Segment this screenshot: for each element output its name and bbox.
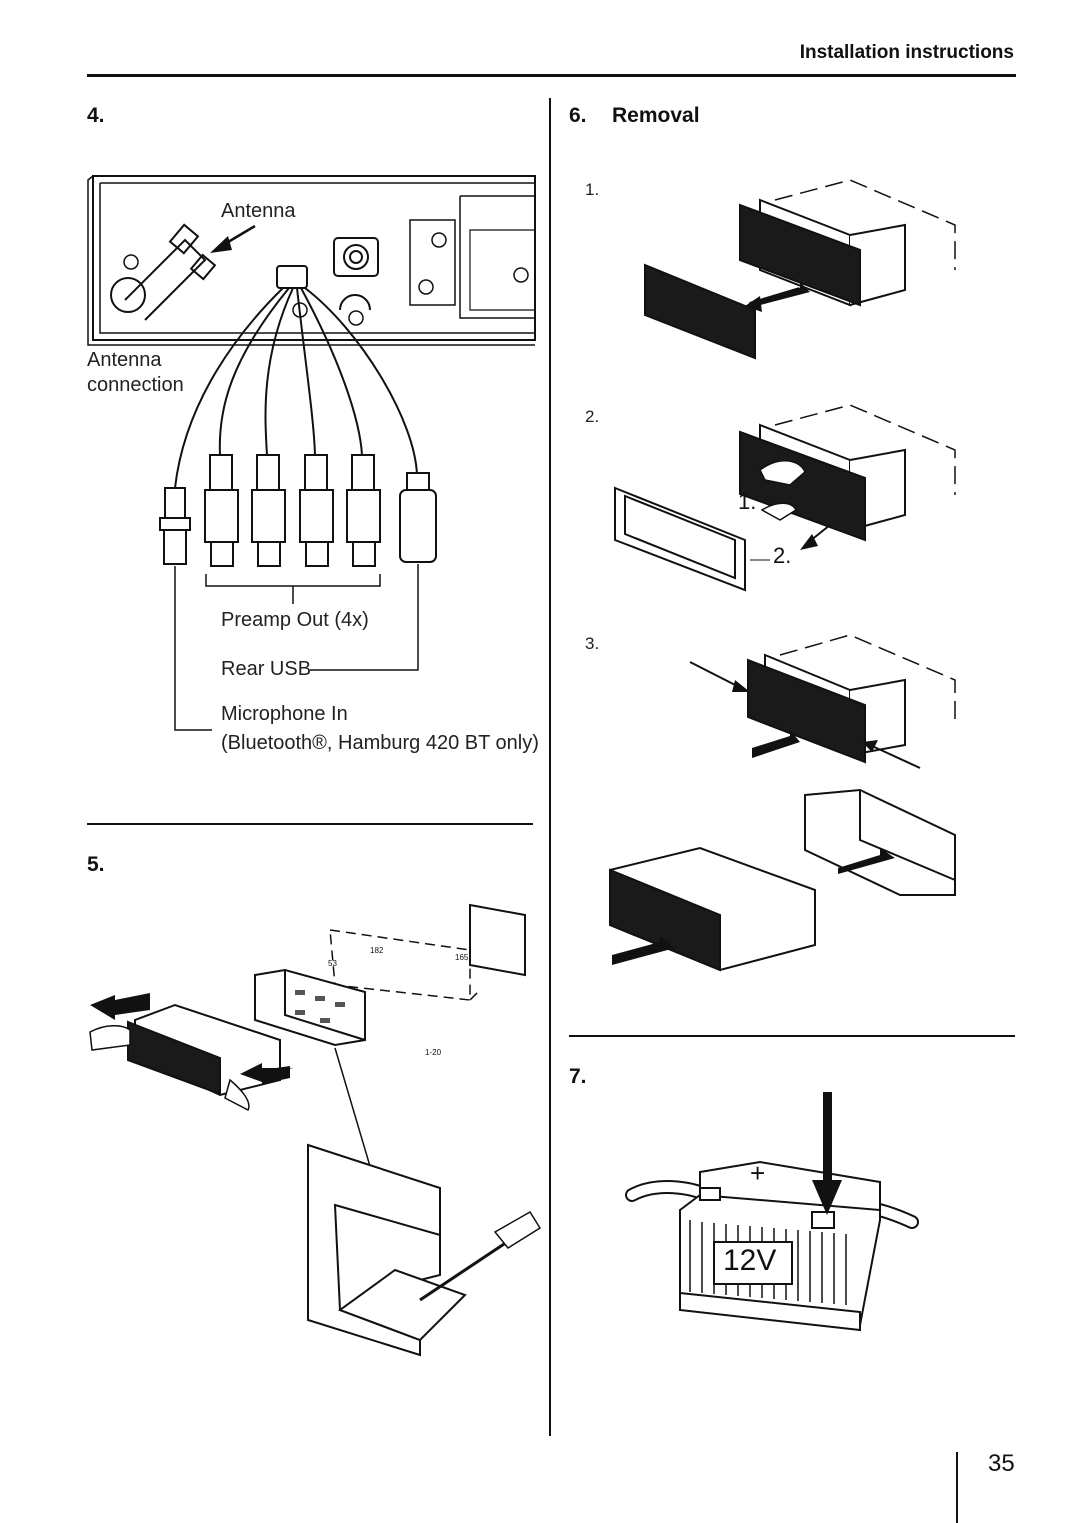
header-rule <box>87 74 1016 77</box>
removal-substep-3: 3. <box>585 634 600 653</box>
removal-substep-1: 1. <box>585 180 600 199</box>
step-6-7-divider <box>569 1035 1015 1037</box>
step-4-5-divider <box>87 823 533 825</box>
page-number: 35 <box>988 1450 1015 1477</box>
battery-plus-sign: + <box>750 1158 766 1188</box>
antenna-label: Antenna <box>221 200 296 222</box>
column-divider <box>549 98 551 1436</box>
dim-1-20: 1-20 <box>425 1048 442 1057</box>
removal-callout-1: 1. <box>738 489 757 514</box>
battery-voltage-label: 12V <box>723 1244 777 1277</box>
bluetooth-note-label: (Bluetooth®, Hamburg 420 BT only) <box>221 732 539 754</box>
removal-callout-2: 2. <box>773 543 792 568</box>
step-6-title: Removal <box>612 104 700 127</box>
microphone-in-label: Microphone In <box>221 703 348 725</box>
antenna-connection-label-2: connection <box>87 374 184 396</box>
step-6-number: 6. <box>569 104 587 127</box>
dim-182: 182 <box>370 946 384 955</box>
antenna-connection-label-1: Antenna <box>87 349 162 371</box>
page-number-rule <box>956 1452 958 1523</box>
removal-substep-2: 2. <box>585 407 600 426</box>
step-5-number: 5. <box>87 853 105 876</box>
section-title: Installation instructions <box>799 42 1014 63</box>
rear-usb-label: Rear USB <box>221 658 312 680</box>
step-7-number: 7. <box>569 1065 587 1088</box>
dim-165: 165 <box>455 953 469 962</box>
preamp-out-label: Preamp Out (4x) <box>221 609 369 631</box>
step-4-number: 4. <box>87 104 105 127</box>
dim-53: 53 <box>328 959 337 968</box>
